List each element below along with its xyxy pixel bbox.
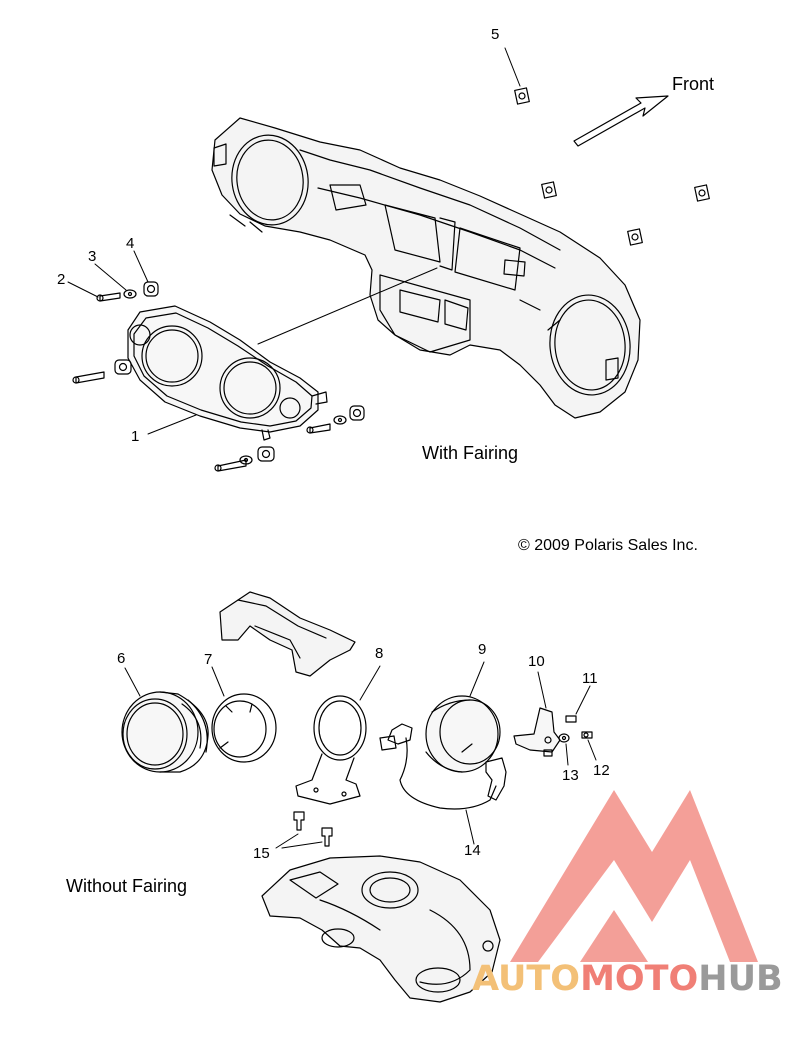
callout-10: 10: [528, 653, 545, 670]
bracket-8: [295, 695, 367, 805]
callout-4: 4: [126, 235, 135, 252]
copyright-text: © 2009 Polaris Sales Inc.: [518, 537, 698, 554]
fasteners-upper: [72, 250, 365, 472]
callout-5: 5: [491, 26, 500, 43]
clip-nuts: [514, 87, 710, 246]
callout-15: 15: [253, 845, 270, 862]
instrument-cluster: [127, 305, 328, 441]
callout-14: 14: [464, 842, 481, 859]
watermark-part-hub: HUB: [698, 959, 783, 999]
lower-shroud: [261, 855, 501, 1003]
callout-7: 7: [204, 651, 213, 668]
screws-15: [293, 811, 333, 847]
callout-11: 11: [582, 670, 598, 687]
automotohub-watermark: AUTOMOTOHUB: [472, 962, 783, 997]
harness-14: [379, 723, 507, 810]
watermark-part-auto: AUTO: [472, 959, 581, 999]
top-shroud: [219, 591, 356, 677]
callout-12: 12: [593, 762, 610, 779]
with-fairing-caption: With Fairing: [422, 443, 519, 463]
callout-13: 13: [562, 767, 579, 784]
without-fairing-caption: Without Fairing: [66, 876, 188, 896]
bezel-ring-7: [211, 693, 277, 763]
automotohub-logo-mark: [510, 790, 758, 962]
callout-1: 1: [131, 428, 140, 445]
front-arrow: [573, 95, 669, 147]
front-label: Front: [672, 74, 715, 94]
fairing-panel: [211, 117, 641, 419]
bracket-10: [513, 707, 561, 753]
callout-6: 6: [117, 650, 126, 667]
callout-2: 2: [57, 271, 66, 288]
gauge-6: [121, 691, 209, 773]
callout-9: 9: [478, 641, 487, 658]
fasteners-lower: [543, 715, 593, 757]
housing-9: [425, 695, 501, 773]
callout-8: 8: [375, 645, 384, 662]
watermark-part-moto: MOTO: [580, 959, 699, 999]
callout-3: 3: [88, 248, 97, 265]
